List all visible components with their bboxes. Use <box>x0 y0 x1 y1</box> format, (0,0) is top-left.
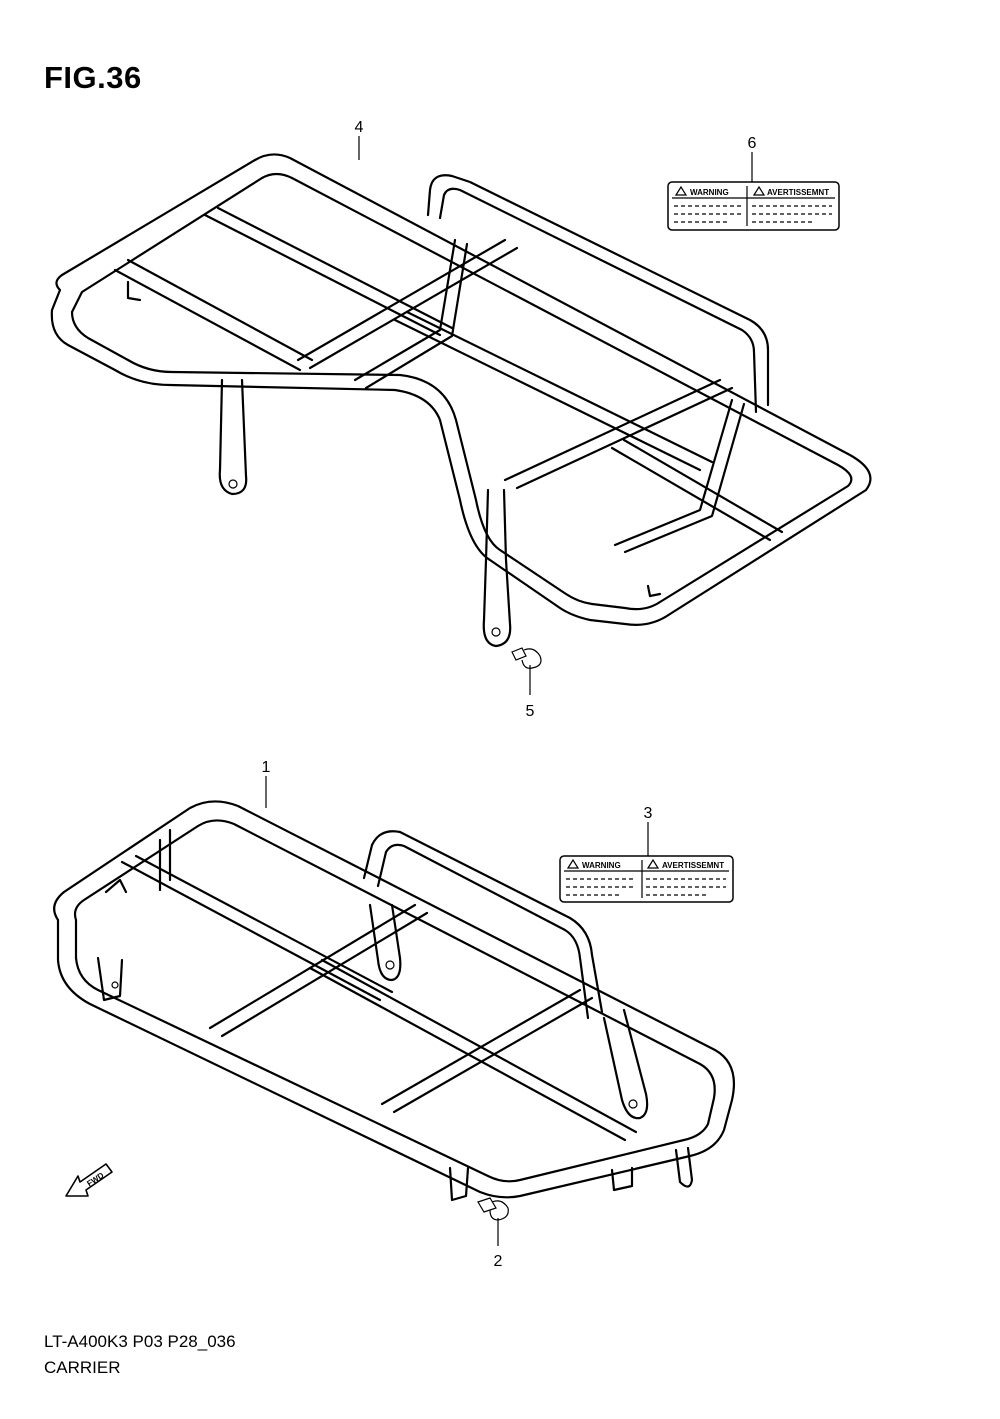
callout-2: 2 <box>494 1253 503 1270</box>
callout-4: 4 <box>355 119 364 136</box>
footer-name: CARRIER <box>44 1358 121 1377</box>
rear-carrier <box>50 153 872 695</box>
callout-3: 3 <box>644 805 653 822</box>
label-warning-text-2: WARNING <box>582 861 621 870</box>
callout-6: 6 <box>748 135 757 152</box>
warning-label-front: WARNING AVERTISSEMNT <box>559 822 734 903</box>
callout-1: 1 <box>262 759 271 776</box>
label-warning-text: WARNING <box>690 188 729 197</box>
fwd-arrow-icon: FWD <box>65 1163 113 1197</box>
label-avertissement-text: AVERTISSEMNT <box>767 188 829 197</box>
footer-code: LT-A400K3 P03 P28_036 <box>44 1332 236 1351</box>
figure-title: FIG.36 <box>44 60 142 95</box>
warning-label-rear: WARNING AVERTISSEMNT <box>667 152 840 231</box>
label-avertissement-text-2: AVERTISSEMNT <box>662 861 724 870</box>
front-carrier <box>53 800 736 1246</box>
callout-5: 5 <box>526 703 535 720</box>
